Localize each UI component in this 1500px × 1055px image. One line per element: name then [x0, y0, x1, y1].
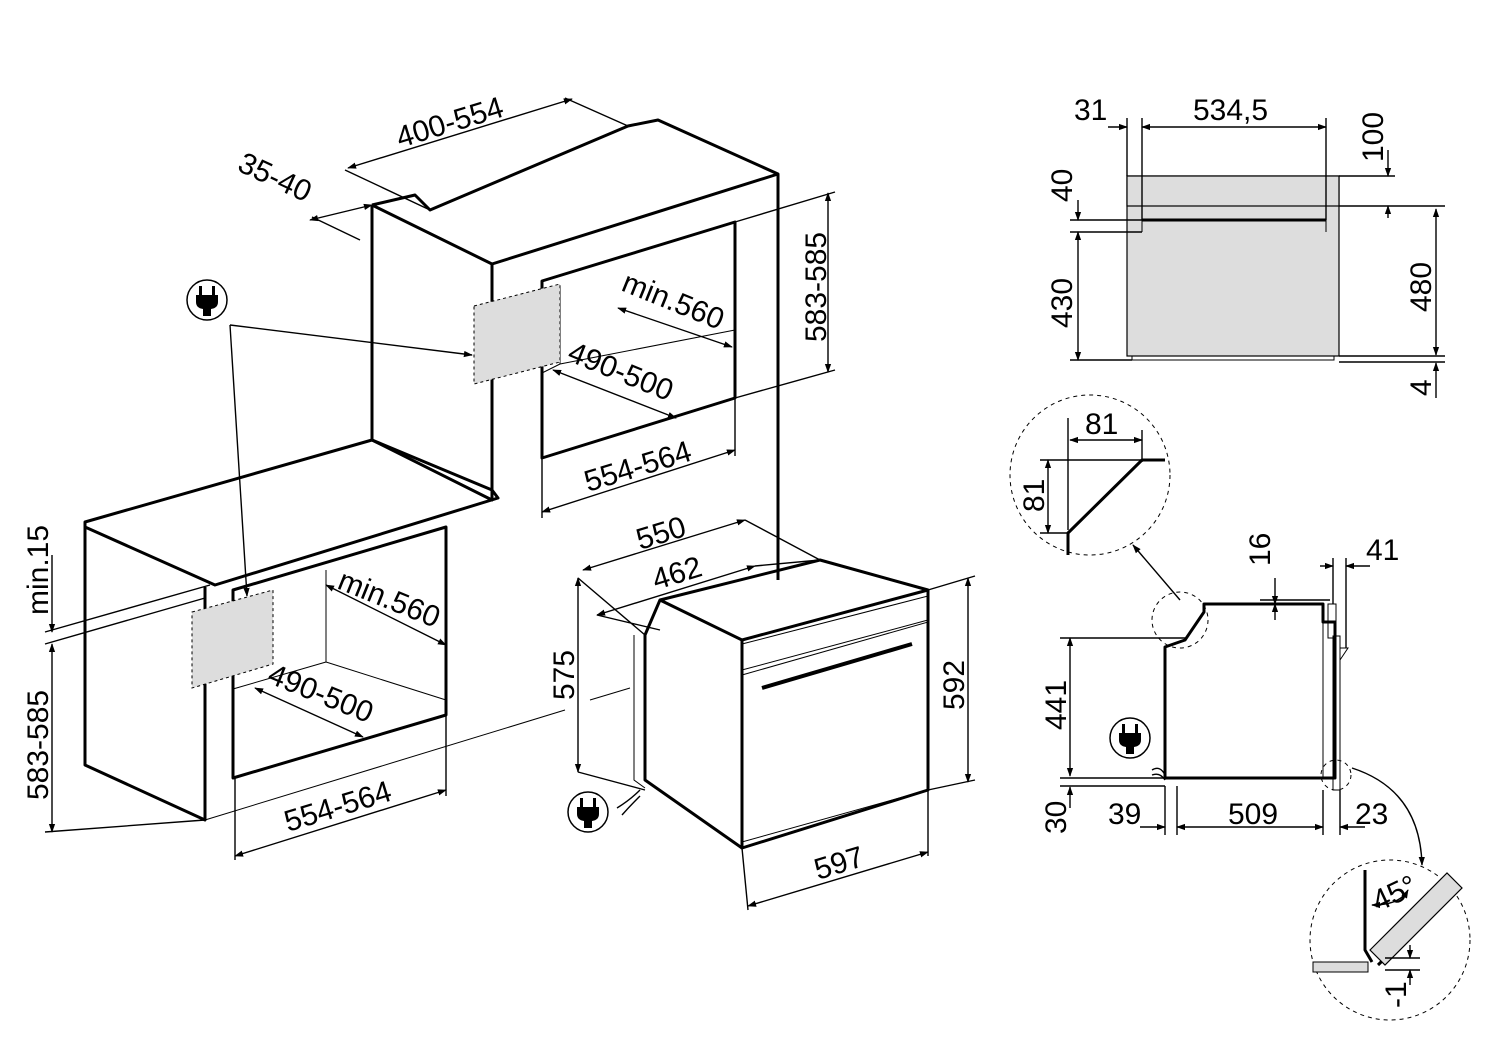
label-side-left: 39	[1108, 798, 1141, 831]
label-side-top-gap: 16	[1244, 533, 1277, 566]
label-under-height: 583-585	[22, 690, 55, 800]
label-side-door: 41	[1366, 534, 1399, 567]
plug-callout	[186, 279, 473, 597]
side-view	[1060, 558, 1425, 866]
label-under-depth: min.560	[333, 564, 444, 635]
label-oven-height-body: 575	[548, 650, 581, 700]
label-tolerance: -1	[1380, 981, 1413, 1008]
label-side-bottom: 30	[1040, 801, 1073, 834]
label-side-height: 441	[1040, 680, 1073, 730]
label-detail-h: 81	[1018, 479, 1051, 512]
label-column-depth: min.560	[617, 266, 728, 337]
power-plug-icon	[1109, 717, 1151, 759]
label-under-inner-depth: 490-500	[263, 658, 377, 730]
label-front-left: 31	[1074, 94, 1107, 127]
label-side-depth: 509	[1228, 798, 1278, 831]
label-column-height: 583-585	[800, 232, 833, 342]
power-plug-icon	[567, 791, 609, 833]
label-column-width: 554-564	[580, 435, 695, 499]
tall-column-cabinet	[309, 97, 836, 580]
label-front-height: 480	[1405, 262, 1438, 312]
label-under-width: 554-564	[280, 775, 395, 839]
oven-3d	[567, 519, 976, 911]
label-oven-depth-total: 550	[632, 510, 690, 556]
label-front-top: 100	[1357, 112, 1390, 162]
label-oven-height: 592	[938, 660, 971, 710]
under-counter-cabinet	[44, 438, 631, 860]
label-front-door: 430	[1046, 278, 1079, 328]
label-oven-width: 597	[810, 840, 868, 886]
label-front-width: 534,5	[1193, 94, 1268, 127]
detail-angle	[1309, 859, 1471, 1021]
label-under-gap: min.15	[22, 525, 55, 615]
column-socket-area	[473, 283, 561, 385]
dimension-labels: 400-554 35-40 583-585 min.560 490-500 55…	[22, 91, 1438, 1008]
power-plug-icon	[186, 279, 228, 321]
label-niche-gap: 35-40	[233, 146, 316, 208]
label-front-bottom: 4	[1405, 379, 1438, 396]
label-detail-w: 81	[1085, 408, 1118, 441]
label-side-right: 23	[1355, 798, 1388, 831]
under-socket-area	[191, 589, 274, 689]
detail-chamfer	[1009, 394, 1181, 601]
label-niche-width-top: 400-554	[392, 91, 507, 155]
label-front-handle: 40	[1046, 169, 1079, 202]
front-view	[1070, 118, 1445, 398]
